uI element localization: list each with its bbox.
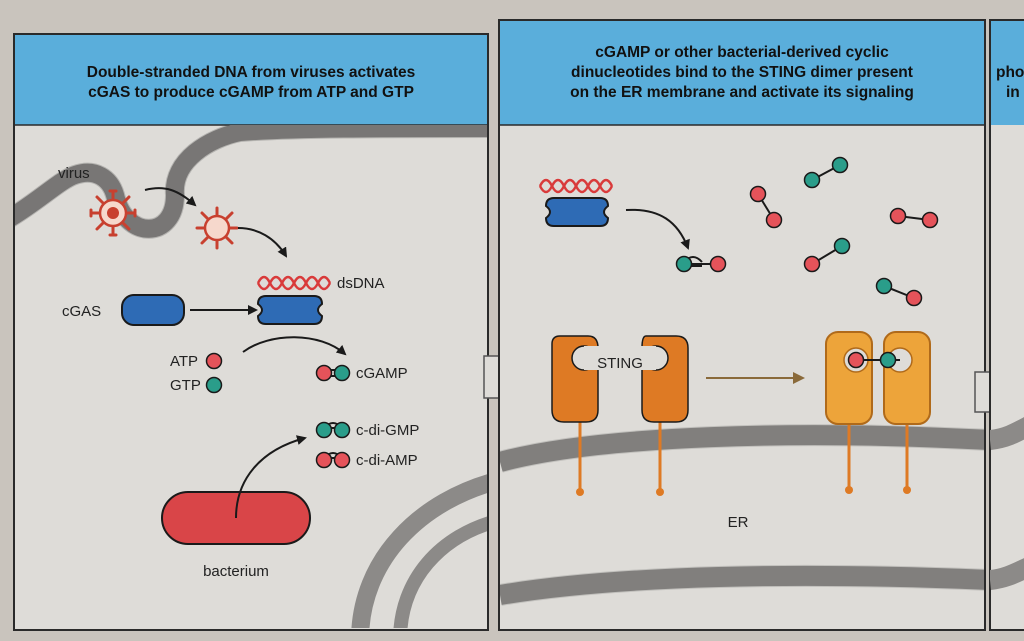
panel-2-cgas-complex-icon [544, 197, 610, 227]
bacterium-label: bacterium [203, 563, 269, 580]
atp-label: ATP [170, 353, 198, 370]
panel-2-header [500, 21, 984, 125]
cgas-dsdna-complex-icon [256, 295, 324, 325]
cgamp-icon [315, 364, 351, 382]
gtp-label: GTP [170, 377, 201, 394]
sting-dimer-active-icon [825, 331, 931, 494]
panel-2-header-line-3: on the ER membrane and activate its sign… [570, 84, 914, 101]
c-di-amp-label: c-di-AMP [356, 452, 418, 469]
panel-3-header-line-1: pho [996, 64, 1024, 81]
c-di-gmp-label: c-di-GMP [356, 422, 419, 439]
cgas-icon [121, 294, 185, 326]
panel-1-header-line-2: cGAS to produce cGAMP from ATP and GTP [88, 84, 414, 101]
bacterium-release-arrow [235, 435, 307, 519]
sting-monomer-right-icon [640, 335, 689, 496]
c-di-amp-icon [315, 451, 351, 469]
panel-1-header [15, 35, 487, 125]
panel-1: Double-stranded DNA from viruses activat… [13, 33, 489, 631]
organelle-membrane [351, 474, 487, 628]
floating-dinucleotide-icon [875, 277, 923, 307]
panel-1-header-line-1: Double-stranded DNA from viruses activat… [87, 64, 415, 81]
uncoating-virus-icon [195, 206, 239, 250]
floating-dinucleotide-icon [889, 207, 939, 229]
synthesis-arrow [242, 336, 347, 356]
panel-2-cgamp-icon [675, 255, 727, 273]
panel-2: cGAMP or other bacterial-derived cyclic … [498, 19, 986, 631]
sting-label: STING [597, 355, 643, 372]
panel-3-header-line-2: in [1006, 84, 1020, 101]
sting-monomer-left-icon [551, 335, 600, 496]
panel-3: pho in [989, 19, 1024, 631]
er-membrane-bottom [500, 565, 984, 605]
cgas-label: cGAS [62, 303, 101, 320]
floating-dinucleotide-icon [803, 237, 851, 273]
floating-dinucleotide-icon [749, 185, 783, 229]
entry-arrow [144, 187, 197, 207]
floating-dinucleotide-icon [803, 156, 849, 189]
c-di-gmp-icon [315, 421, 351, 439]
panel-3-header [991, 21, 1024, 125]
dsdna-label: dsDNA [337, 275, 385, 292]
panel-2-header-line-1: cGAMP or other bacterial-derived cyclic [595, 44, 889, 61]
cgamp-label: cGAMP [356, 365, 408, 382]
panel-2-production-arrow [625, 208, 690, 250]
gtp-icon [205, 376, 223, 394]
er-label: ER [728, 514, 749, 531]
cell-membrane [15, 125, 487, 238]
er-membrane-top [500, 425, 984, 472]
virus-in-vesicle-icon [89, 189, 137, 237]
panel-2-header-line-2: dinucleotides bind to the STING dimer pr… [571, 64, 913, 81]
atp-icon [205, 352, 223, 370]
release-arrow [237, 227, 288, 258]
virus-label: virus [58, 165, 90, 182]
